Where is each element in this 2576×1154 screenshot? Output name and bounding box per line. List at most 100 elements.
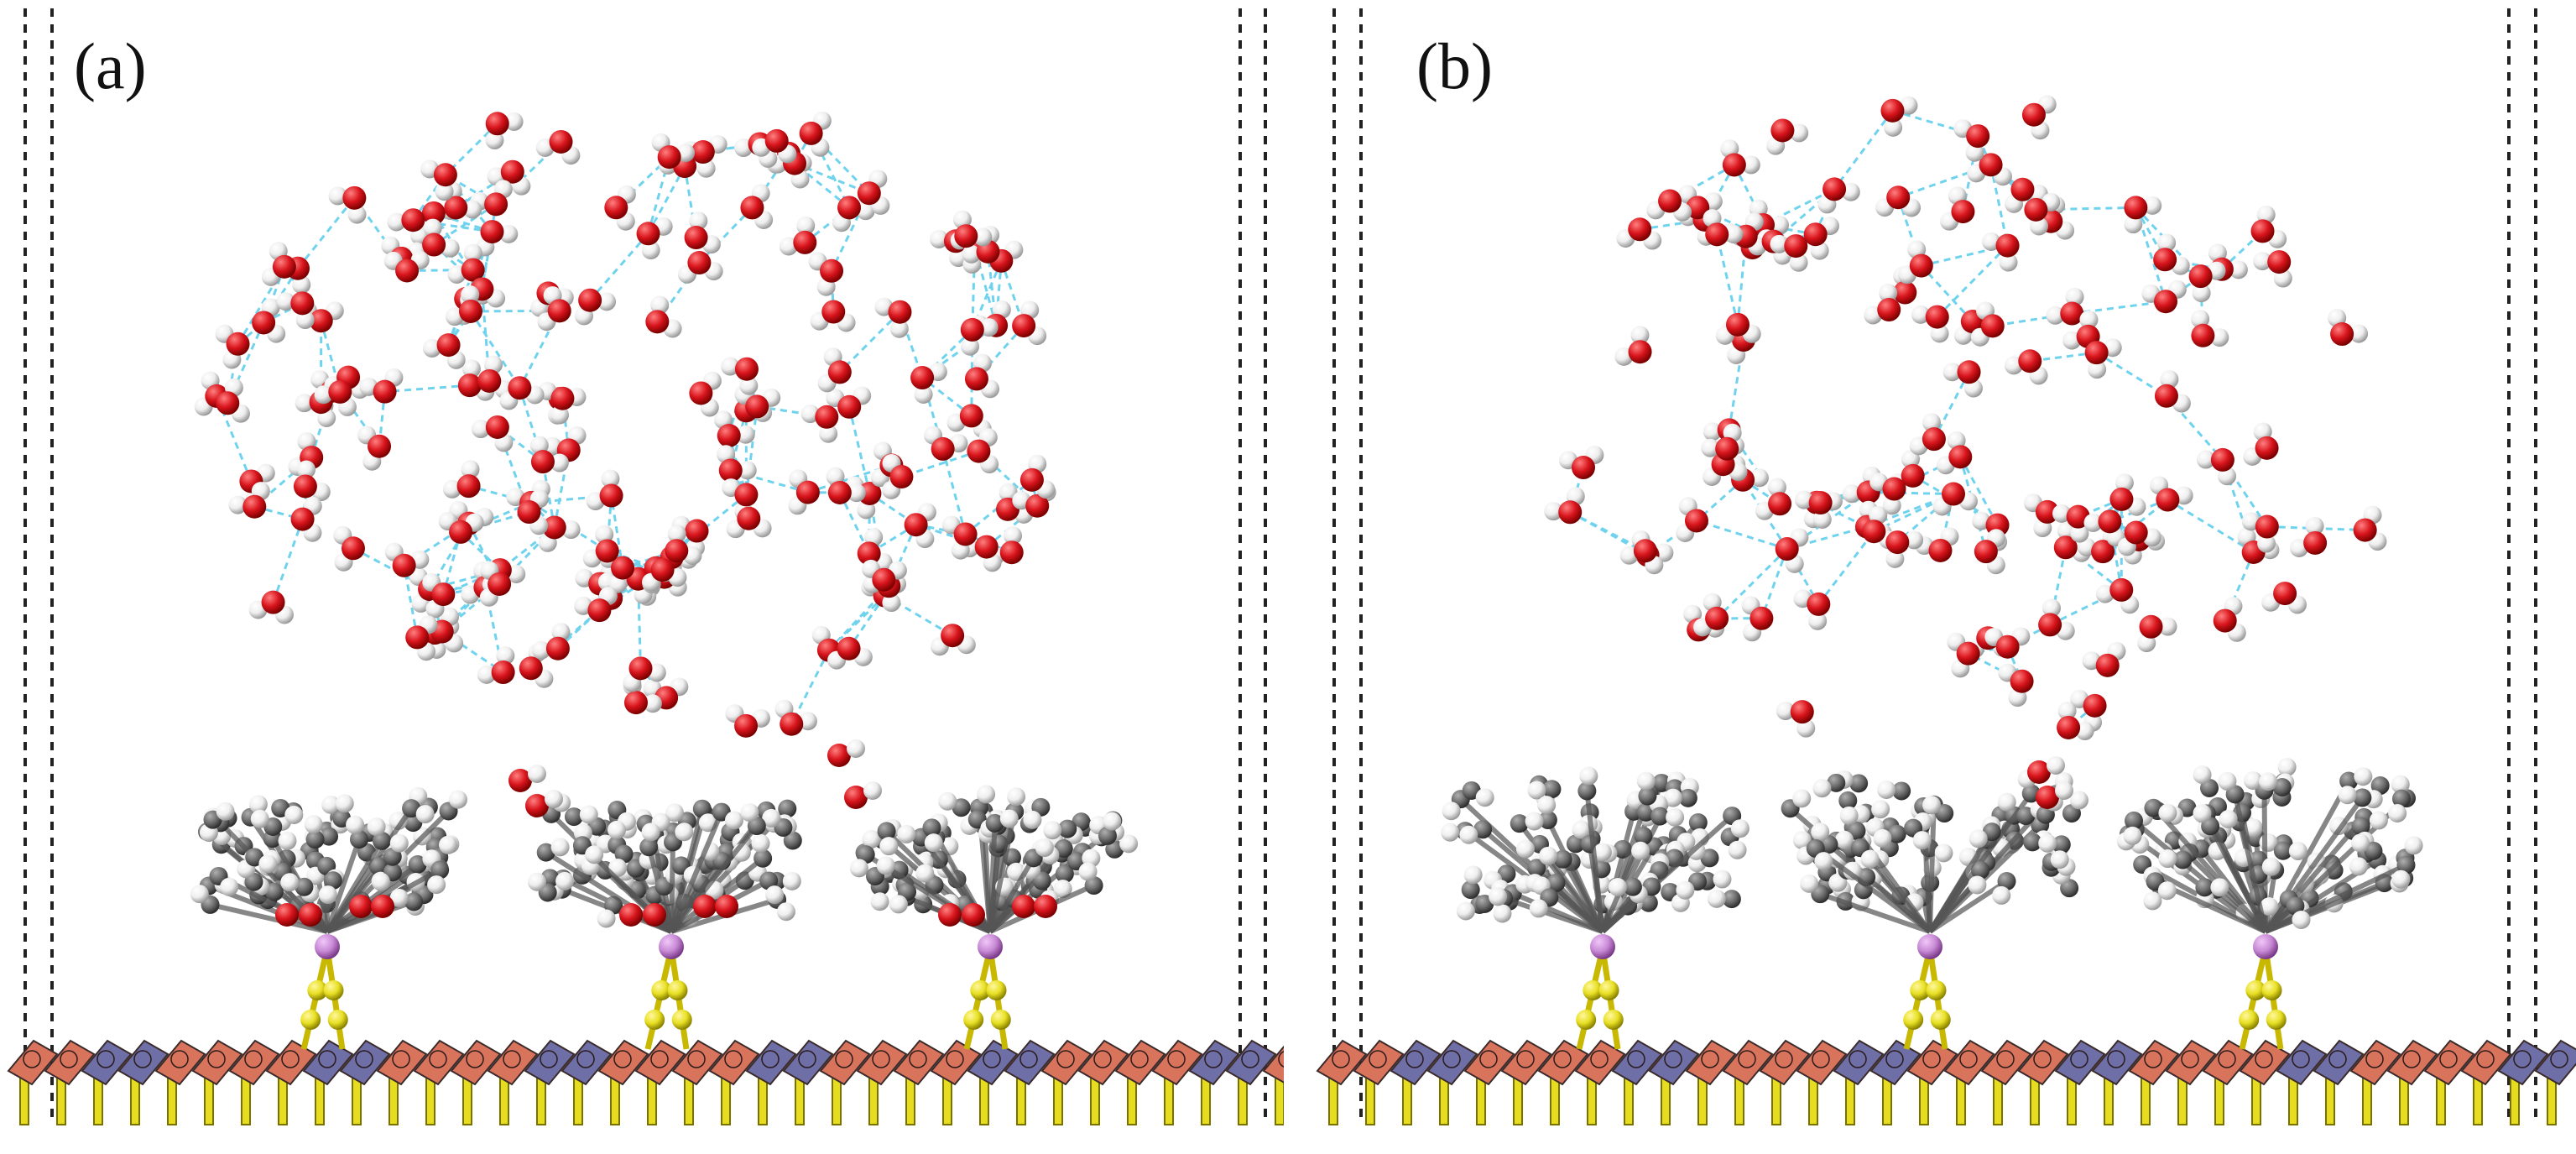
water-molecule [1793,589,1831,630]
hydrogen-atom [1877,781,1896,800]
substrate-node [2292,1050,2310,1068]
hydrogen-atom [2157,233,2177,253]
hydrogen-atom [2047,756,2065,775]
carbon-atom [536,843,555,862]
hydrogen-atom [1860,849,1880,869]
carbon-atom [778,799,797,818]
water-molecule [293,460,331,502]
carbon-atom [1688,813,1708,833]
hydrogen-atom [2158,849,2177,869]
oxygen-atom [275,903,299,927]
oxygen-atom [2353,518,2377,542]
hydrogen-atom [190,885,209,904]
oxygen-atom [780,712,804,736]
hydrogen-atom [585,845,604,864]
substrate-node [1442,1050,1461,1068]
oxygen-atom [485,415,509,439]
water-molecule [1940,186,1975,231]
hydrogen-atom [856,201,875,221]
carbon-atom [1510,814,1529,833]
substrate-node [1664,1050,1682,1068]
carbon-bond [669,811,724,933]
hydrogen-atom [1968,875,1987,895]
hydrogen-atom [2305,516,2324,535]
hydrogen-atom [762,808,781,828]
oxygen-atom [342,185,367,210]
hydrogen-atom [2052,504,2072,523]
water-molecule [636,217,673,260]
water-molecule [194,371,229,416]
oxygen-atom [488,572,512,596]
water-molecule [485,112,524,150]
hydrogen-atom [1835,830,1854,849]
hydrogen-bond [1817,530,1875,605]
water-molecule [537,286,571,332]
water-molecule [808,252,844,296]
oxygen-atom [456,474,481,499]
hydrogen-atom [2158,803,2177,822]
oxygen-atom [1012,314,1036,338]
water-molecule [2023,493,2059,538]
water-molecule [438,512,484,544]
hydrogen-atom [897,824,916,843]
oxygen-atom [2027,760,2051,784]
water-molecule [422,572,456,619]
hydrogen-bond [647,156,671,234]
water-molecule [499,376,545,410]
water-molecule [216,378,250,423]
hydrogen-atom [1789,253,1808,272]
carbon-atom [1892,781,1911,801]
water-molecule [967,428,999,474]
water-molecule [357,426,392,471]
hydrogen-atom [798,712,817,731]
substrate-node [613,1050,632,1068]
oxygen-atom [2036,786,2059,809]
hydrogen-bond [1760,548,1789,619]
oxygen-atom [373,379,397,404]
water-molecule [2250,205,2287,248]
water-molecule [2005,177,2048,213]
surfactant-molecule [849,785,1139,1050]
oxygen-atom [530,450,555,474]
water-molecule [2150,476,2193,512]
oxygen-atom [477,368,502,393]
oxygen-atom [2124,520,2148,545]
panel-a: (a) [0,0,1284,1154]
water-molecule [2154,370,2191,413]
oxygen-atom [1948,445,1973,469]
water-molecule [442,460,481,499]
oxygen-atom [1928,538,1953,562]
substrate-node [429,1050,447,1068]
water-molecule [689,371,722,417]
oxygen-atom [2010,177,2035,201]
oxygen-atom [1886,185,1911,210]
water-molecule [941,515,978,560]
hydrogen-atom [2069,791,2088,810]
water-molecule [1880,96,1918,137]
phosphorus-atom [1917,934,1942,959]
hydrogen-bond [444,123,498,176]
water-molecule [290,496,322,542]
substrate-node [1996,1050,2015,1068]
carbon-atom [408,854,427,874]
oxygen-atom [480,220,504,244]
hydrogen-atom [739,376,759,395]
oxygen-atom [1951,200,1975,224]
hydrogen-atom [321,795,341,814]
hydrogen-atom [876,856,895,875]
hydrogen-atom [2192,284,2211,303]
substrate-node [687,1050,706,1068]
sulfur-atom [2261,980,2282,1000]
oxygen-atom [2024,197,2048,222]
water-molecule [1885,530,1924,568]
hydrogen-atom [2210,878,2229,897]
oxygen-atom [433,163,457,187]
water-molecule [2141,279,2187,314]
hydrogen-atom [849,859,868,878]
hydrogen-atom [2157,881,2177,901]
cell-boundary-lines [1332,8,2537,1125]
hydrogen-atom [2244,818,2263,838]
water-molecule [575,288,617,326]
substrate-node [1204,1050,1223,1068]
water-molecule [810,300,856,332]
